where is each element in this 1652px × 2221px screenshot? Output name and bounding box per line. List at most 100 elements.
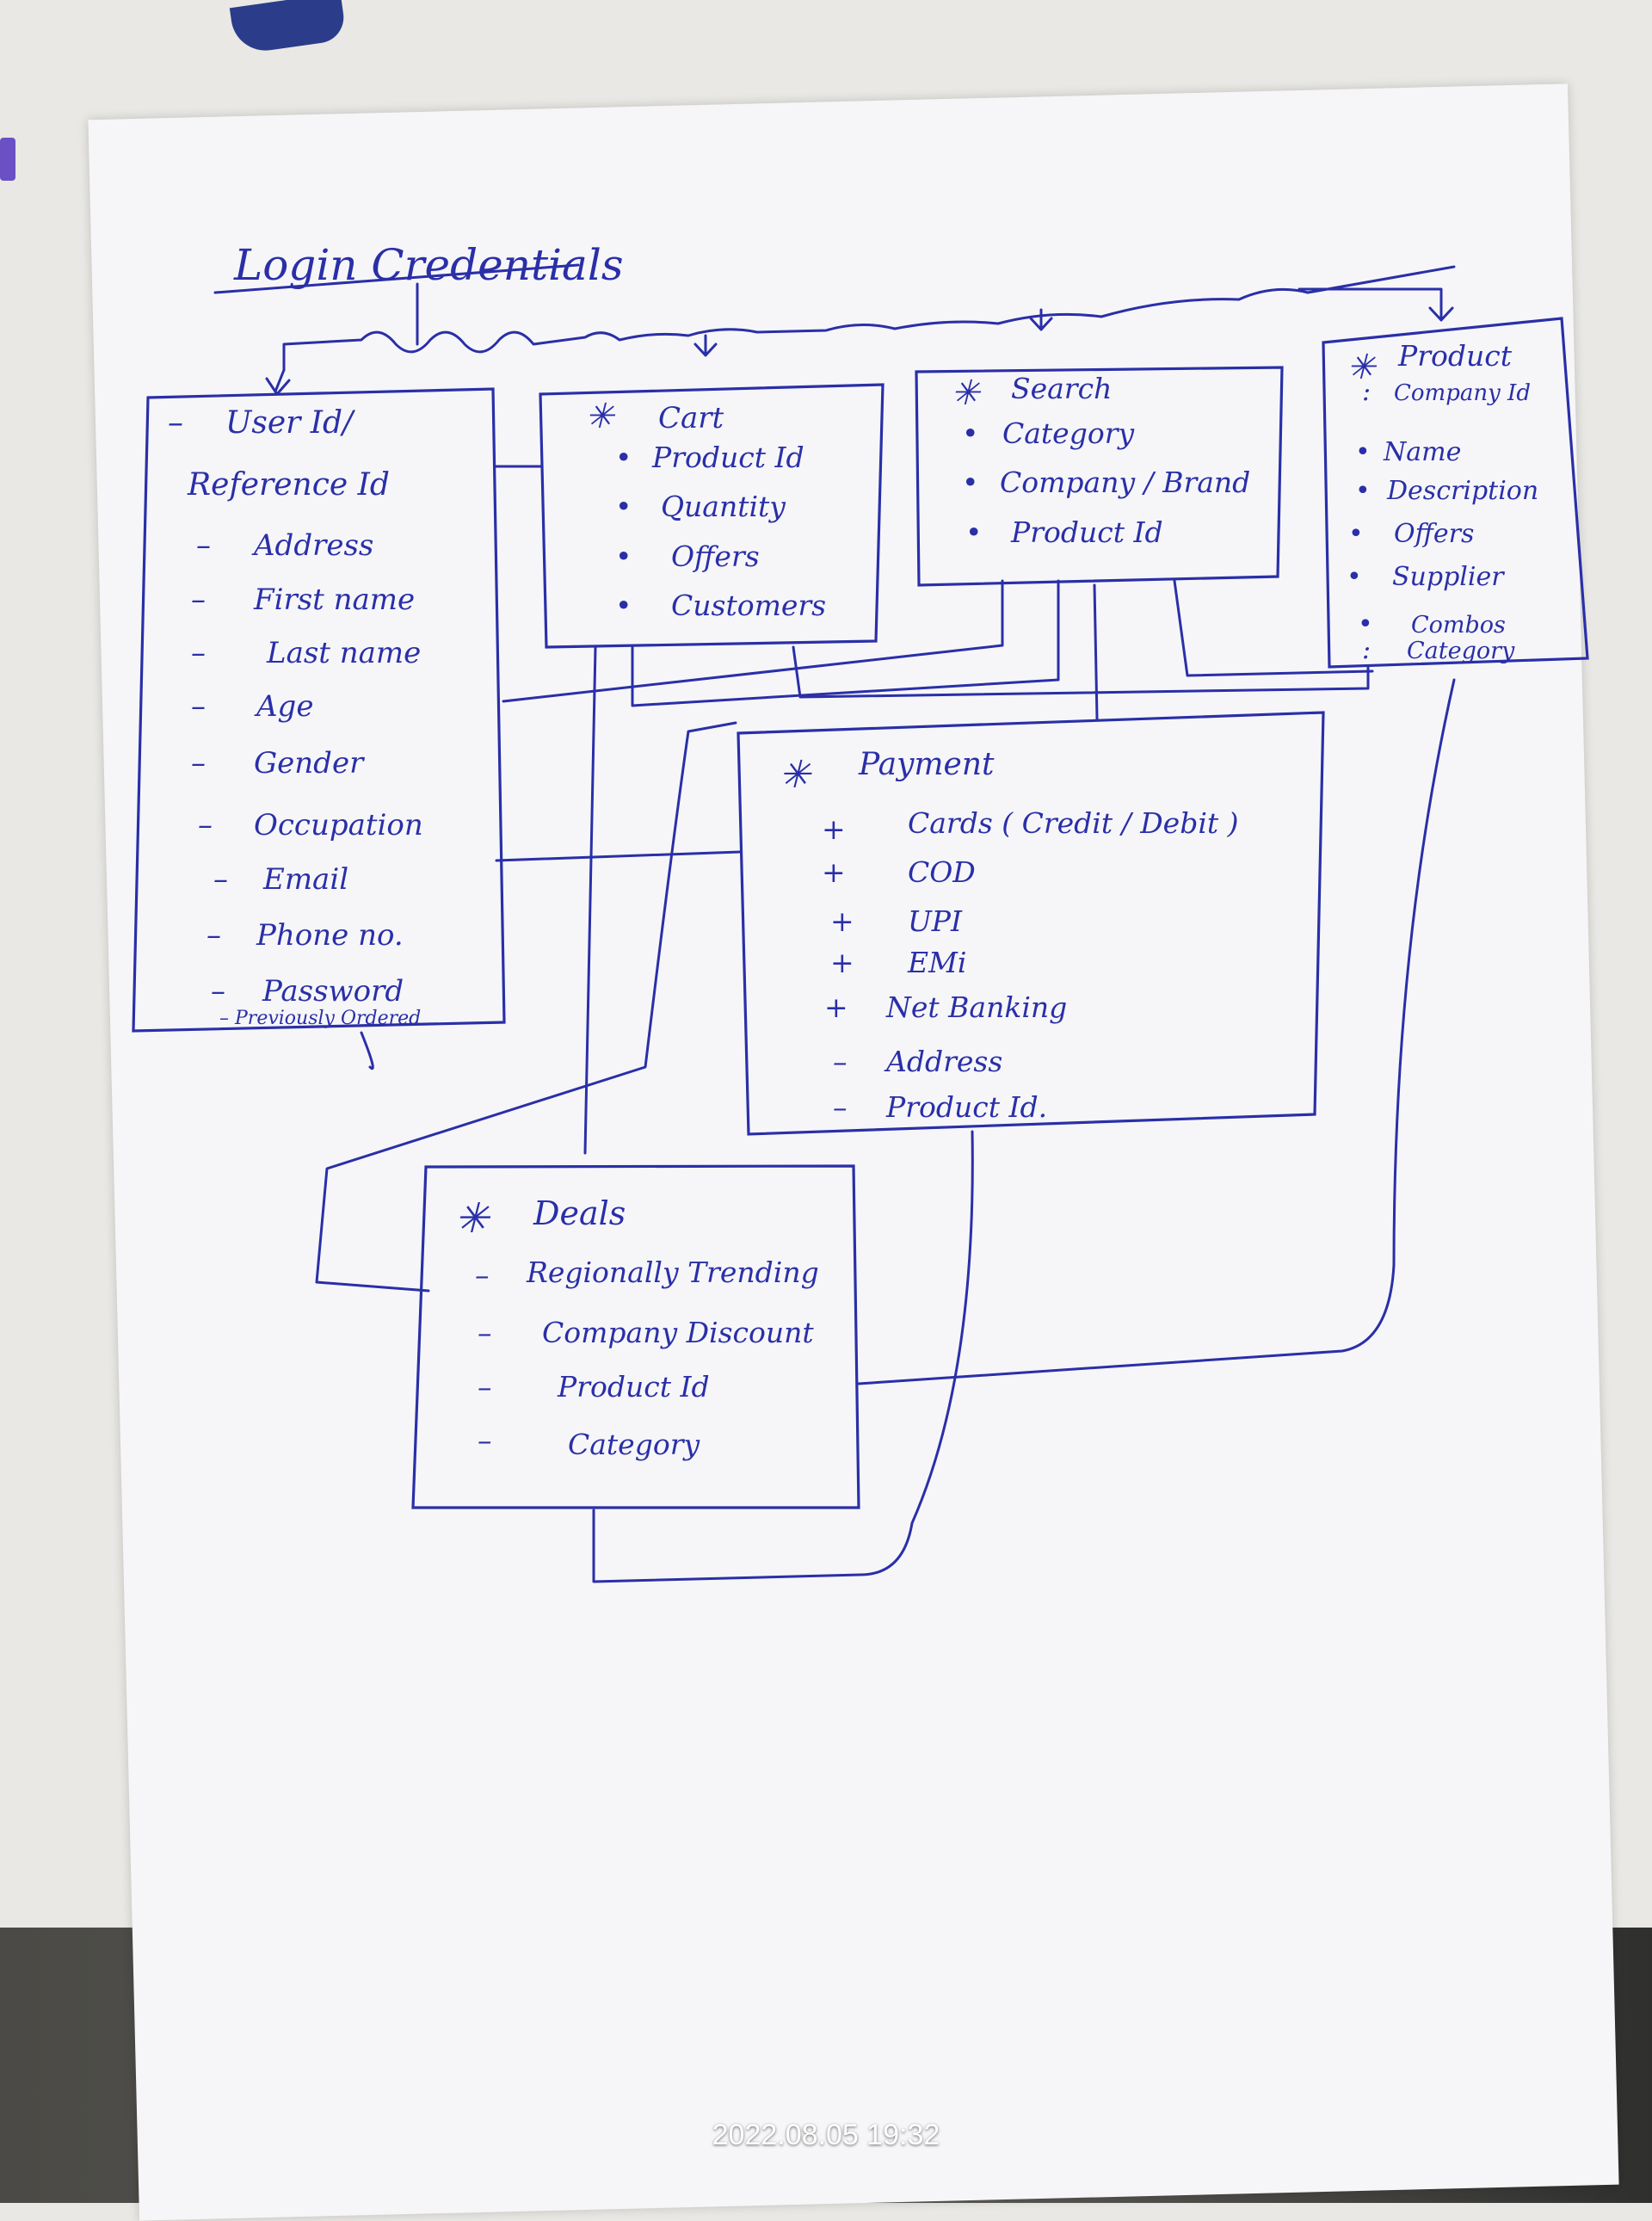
user-fields: – Address – First name – Last name – Age… bbox=[191, 528, 423, 1009]
user-field-bullet: – bbox=[191, 636, 206, 670]
search-field-bullet: • bbox=[962, 466, 978, 499]
product-field-bullet: • bbox=[1348, 519, 1364, 549]
entity-user: – User Id/ Reference Id bbox=[168, 405, 390, 503]
deals-field-bullet: – bbox=[478, 1316, 492, 1349]
entity-box-user bbox=[132, 387, 506, 1033]
deals-fields: – Regionally Trending – Company Discount… bbox=[475, 1255, 819, 1461]
user-title-line-2: Reference Id bbox=[187, 467, 390, 503]
product-field-bullet: • bbox=[1355, 476, 1371, 506]
user-field-phone: Phone no. bbox=[256, 918, 404, 953]
cart-field-offers: Offers bbox=[671, 540, 760, 573]
user-field-password: Password bbox=[262, 974, 404, 1009]
entity-box-cart bbox=[539, 383, 885, 649]
cart-field-bullet: • bbox=[615, 540, 632, 573]
cart-field-bullet: • bbox=[615, 490, 632, 523]
payment-field-address: Address bbox=[884, 1045, 1002, 1078]
payment-field-bullet: + bbox=[830, 946, 854, 979]
product-field-company-id: Company Id bbox=[1394, 380, 1531, 406]
deals-field-bullet: – bbox=[478, 1370, 492, 1404]
user-field-bullet: – bbox=[196, 528, 211, 563]
deals-field-product-id: Product Id bbox=[557, 1370, 710, 1404]
payment-field-bullet: – bbox=[833, 1090, 848, 1124]
product-field-bullet: • bbox=[1358, 609, 1373, 639]
payment-field-bullet: + bbox=[822, 812, 846, 846]
pen-tip bbox=[0, 138, 15, 181]
link-payment-deals-left bbox=[315, 721, 737, 1292]
user-field-bullet: – bbox=[191, 746, 206, 780]
search-field-company-brand: Company / Brand bbox=[1000, 466, 1250, 499]
payment-field-net-banking: Net Banking bbox=[885, 990, 1067, 1024]
search-title: Search bbox=[1011, 372, 1112, 405]
search-fields: • Category • Company / Brand • Product I… bbox=[962, 416, 1250, 549]
deals-field-regionally-trending: Regionally Trending bbox=[526, 1255, 819, 1289]
link-user-search bbox=[502, 579, 1004, 703]
user-field-gender: Gender bbox=[254, 746, 365, 780]
product-field-combos: Combos bbox=[1411, 612, 1506, 639]
arrow-head-product bbox=[1428, 306, 1454, 322]
title-underline bbox=[213, 263, 580, 294]
deals-field-bullet: – bbox=[478, 1423, 492, 1457]
payment-field-bullet: + bbox=[824, 990, 848, 1024]
product-field-supplier: Supplier bbox=[1392, 562, 1505, 592]
deals-title: Deals bbox=[533, 1194, 626, 1232]
payment-field-product-id: Product Id. bbox=[885, 1090, 1047, 1124]
payment-field-upi: UPI bbox=[908, 904, 963, 938]
entity-box-payment bbox=[737, 711, 1325, 1136]
entity-box-deals bbox=[411, 1164, 860, 1509]
cart-field-bullet: • bbox=[615, 441, 632, 474]
payment-title: Payment bbox=[858, 747, 995, 782]
cart-field-bullet: • bbox=[615, 589, 632, 622]
user-field-bullet: – bbox=[213, 862, 228, 897]
user-title-line-1: User Id/ bbox=[225, 405, 356, 441]
cart-field-quantity: Quantity bbox=[661, 490, 786, 523]
deals-field-bullet: – bbox=[475, 1258, 490, 1292]
user-field-bullet: – bbox=[191, 583, 206, 617]
cart-field-customers: Customers bbox=[671, 589, 826, 622]
connector-to-product bbox=[1298, 287, 1443, 320]
link-cart-search bbox=[631, 579, 1060, 707]
user-field-age: Age bbox=[254, 689, 313, 724]
product-field-bullet: : bbox=[1362, 377, 1371, 407]
cart-title: Cart bbox=[658, 401, 724, 435]
product-asterisk: ✳ bbox=[1347, 348, 1378, 387]
search-asterisk: ✳ bbox=[951, 373, 982, 413]
user-field-bullet: – bbox=[198, 808, 213, 842]
user-field-bullet: – bbox=[206, 918, 221, 953]
product-field-description: Description bbox=[1386, 476, 1538, 506]
product-field-category: Category bbox=[1407, 638, 1515, 664]
link-cart-product bbox=[792, 645, 1370, 699]
deals-field-category: Category bbox=[568, 1428, 700, 1461]
product-field-bullet: • bbox=[1355, 437, 1371, 467]
payment-field-cards: Cards ( Credit / Debit ) bbox=[908, 806, 1239, 840]
entity-box-product bbox=[1322, 317, 1589, 669]
deals-field-company-discount: Company Discount bbox=[542, 1316, 814, 1349]
user-field-last-name: Last name bbox=[266, 636, 421, 670]
payment-field-cod: COD bbox=[908, 855, 976, 889]
payment-field-bullet: – bbox=[833, 1045, 848, 1078]
user-tail-stroke bbox=[360, 1031, 374, 1070]
user-field-previously-ordered: – Previously Ordered bbox=[219, 1008, 421, 1029]
photo-timestamp: 2022.08.05 19:32 bbox=[712, 2119, 940, 2151]
link-search-payment bbox=[1093, 583, 1099, 720]
payment-fields: + Cards ( Credit / Debit ) + COD + UPI +… bbox=[822, 806, 1239, 1124]
user-field-occupation: Occupation bbox=[254, 808, 423, 842]
deals-asterisk: ✳ bbox=[454, 1194, 491, 1243]
arrow-head-cart bbox=[693, 342, 718, 357]
cart-field-product-id: Product Id bbox=[651, 441, 804, 474]
search-field-bullet: • bbox=[965, 515, 982, 549]
link-product-deals bbox=[857, 678, 1456, 1385]
link-cart-deals bbox=[583, 645, 597, 1155]
search-field-product-id: Product Id bbox=[1010, 515, 1163, 549]
payment-field-bullet: + bbox=[822, 855, 846, 889]
connector-to-user bbox=[274, 368, 286, 393]
cart-fields: • Product Id • Quantity • Offers • Custo… bbox=[615, 441, 826, 622]
user-field-email: Email bbox=[262, 862, 348, 897]
search-field-category: Category bbox=[1002, 416, 1134, 450]
link-payment-deals-bottom bbox=[592, 1130, 974, 1583]
payment-asterisk: ✳ bbox=[779, 753, 812, 797]
link-user-payment bbox=[495, 850, 742, 862]
product-field-name: Name bbox=[1383, 437, 1461, 467]
product-field-bullet: : bbox=[1362, 635, 1371, 665]
product-title: Product bbox=[1397, 339, 1513, 373]
